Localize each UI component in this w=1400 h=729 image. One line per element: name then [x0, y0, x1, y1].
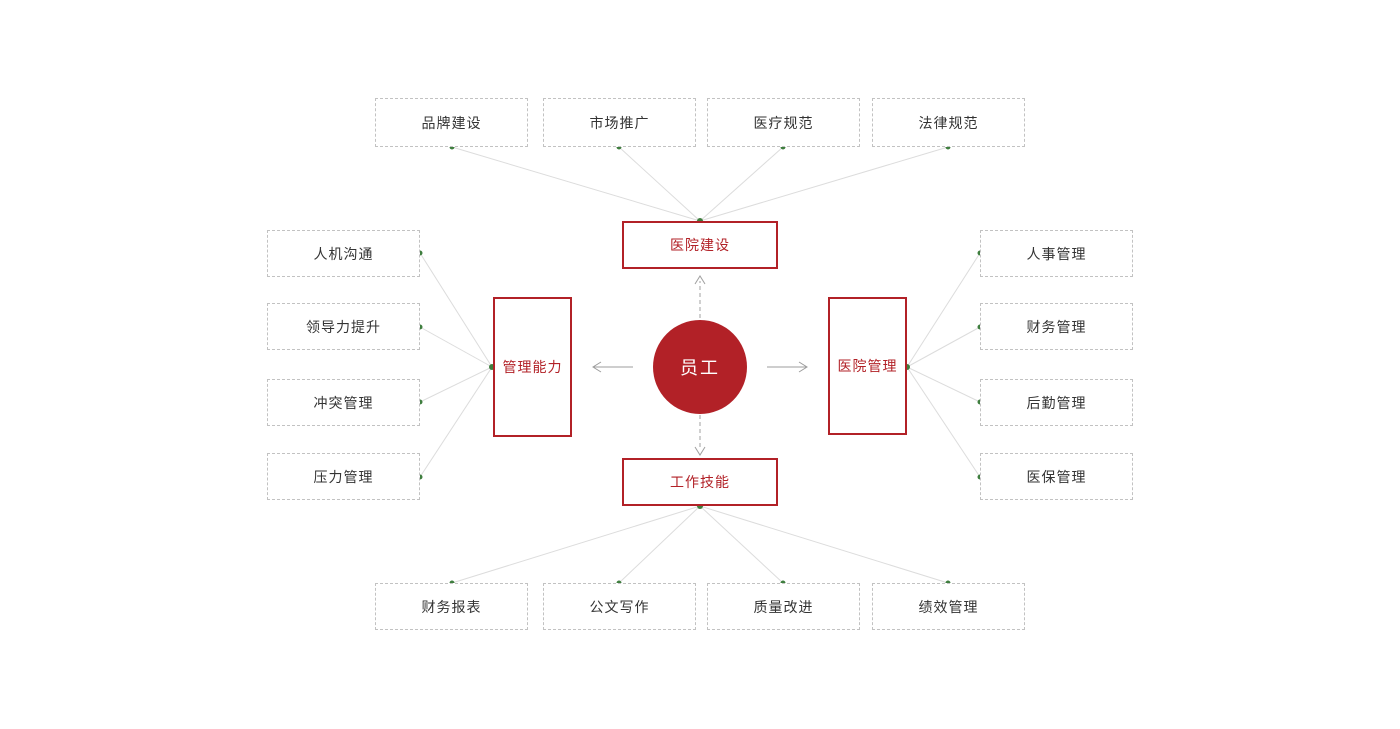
node-label: 人事管理	[1026, 245, 1087, 262]
node-quality-improvement: 质量改进	[707, 583, 860, 630]
node-label: 领导力提升	[306, 318, 381, 335]
node-label: 公文写作	[589, 598, 650, 615]
connector-line	[699, 146, 784, 222]
node-label: 医保管理	[1026, 468, 1087, 485]
hub-label: 医院管理	[837, 358, 898, 374]
arrow-left-icon	[592, 361, 633, 373]
node-label: 品牌建设	[421, 114, 482, 131]
hub-label: 管理能力	[502, 359, 563, 375]
connector-line	[618, 505, 701, 584]
node-label: 法律规范	[918, 114, 979, 131]
connector-line	[906, 252, 981, 368]
connector-lines-left	[419, 252, 493, 478]
node-label: 冲突管理	[313, 394, 374, 411]
connector-line	[699, 505, 949, 584]
node-brand-building: 品牌建设	[375, 98, 528, 147]
hub-work-skills: 工作技能	[622, 458, 778, 506]
hub-label: 医院建设	[670, 237, 730, 253]
node-official-writing: 公文写作	[543, 583, 696, 630]
connector-lines-bottom	[451, 505, 949, 584]
node-financial-statements: 财务报表	[375, 583, 528, 630]
connector-line	[451, 146, 701, 222]
hub-hospital-management: 医院管理	[828, 297, 907, 435]
center-label: 员工	[680, 358, 720, 378]
connector-line	[699, 505, 784, 584]
node-legal-standards: 法律规范	[872, 98, 1025, 147]
connector-line	[906, 366, 981, 478]
arrow-down-dashed	[694, 415, 706, 456]
connector-line	[618, 146, 701, 222]
node-market-promotion: 市场推广	[543, 98, 696, 147]
node-label: 绩效管理	[918, 598, 979, 615]
node-finance-management: 财务管理	[980, 303, 1133, 350]
node-insurance-management: 医保管理	[980, 453, 1133, 500]
hub-management-ability: 管理能力	[493, 297, 572, 437]
node-label: 医疗规范	[753, 114, 814, 131]
connector-line	[906, 366, 981, 403]
node-performance-management: 绩效管理	[872, 583, 1025, 630]
node-stress-management: 压力管理	[267, 453, 420, 500]
connector-line	[419, 326, 493, 368]
node-medical-standards: 医疗规范	[707, 98, 860, 147]
node-label: 人机沟通	[313, 245, 374, 262]
connector-lines-top	[451, 146, 949, 222]
connector-line	[419, 366, 493, 478]
connector-line	[419, 366, 493, 403]
hub-hospital-construction: 医院建设	[622, 221, 778, 269]
arrow-up-dashed	[694, 275, 706, 318]
node-label: 财务报表	[421, 598, 482, 615]
node-label: 质量改进	[753, 598, 814, 615]
connector-line	[906, 326, 981, 368]
connector-lines-right	[906, 252, 981, 478]
connector-line	[419, 252, 493, 368]
node-hr-management: 人事管理	[980, 230, 1133, 277]
node-label: 市场推广	[589, 114, 650, 131]
hub-label: 工作技能	[670, 474, 730, 490]
node-leadership-improvement: 领导力提升	[267, 303, 420, 350]
node-label: 压力管理	[313, 468, 374, 485]
node-logistics-management: 后勤管理	[980, 379, 1133, 426]
node-interpersonal-communication: 人机沟通	[267, 230, 420, 277]
node-conflict-management: 冲突管理	[267, 379, 420, 426]
connector-line	[699, 146, 949, 222]
connector-line	[451, 505, 701, 584]
node-label: 后勤管理	[1026, 394, 1087, 411]
center-node-employee: 员工	[653, 320, 747, 414]
node-label: 财务管理	[1026, 318, 1087, 335]
arrow-right-icon	[767, 361, 808, 373]
